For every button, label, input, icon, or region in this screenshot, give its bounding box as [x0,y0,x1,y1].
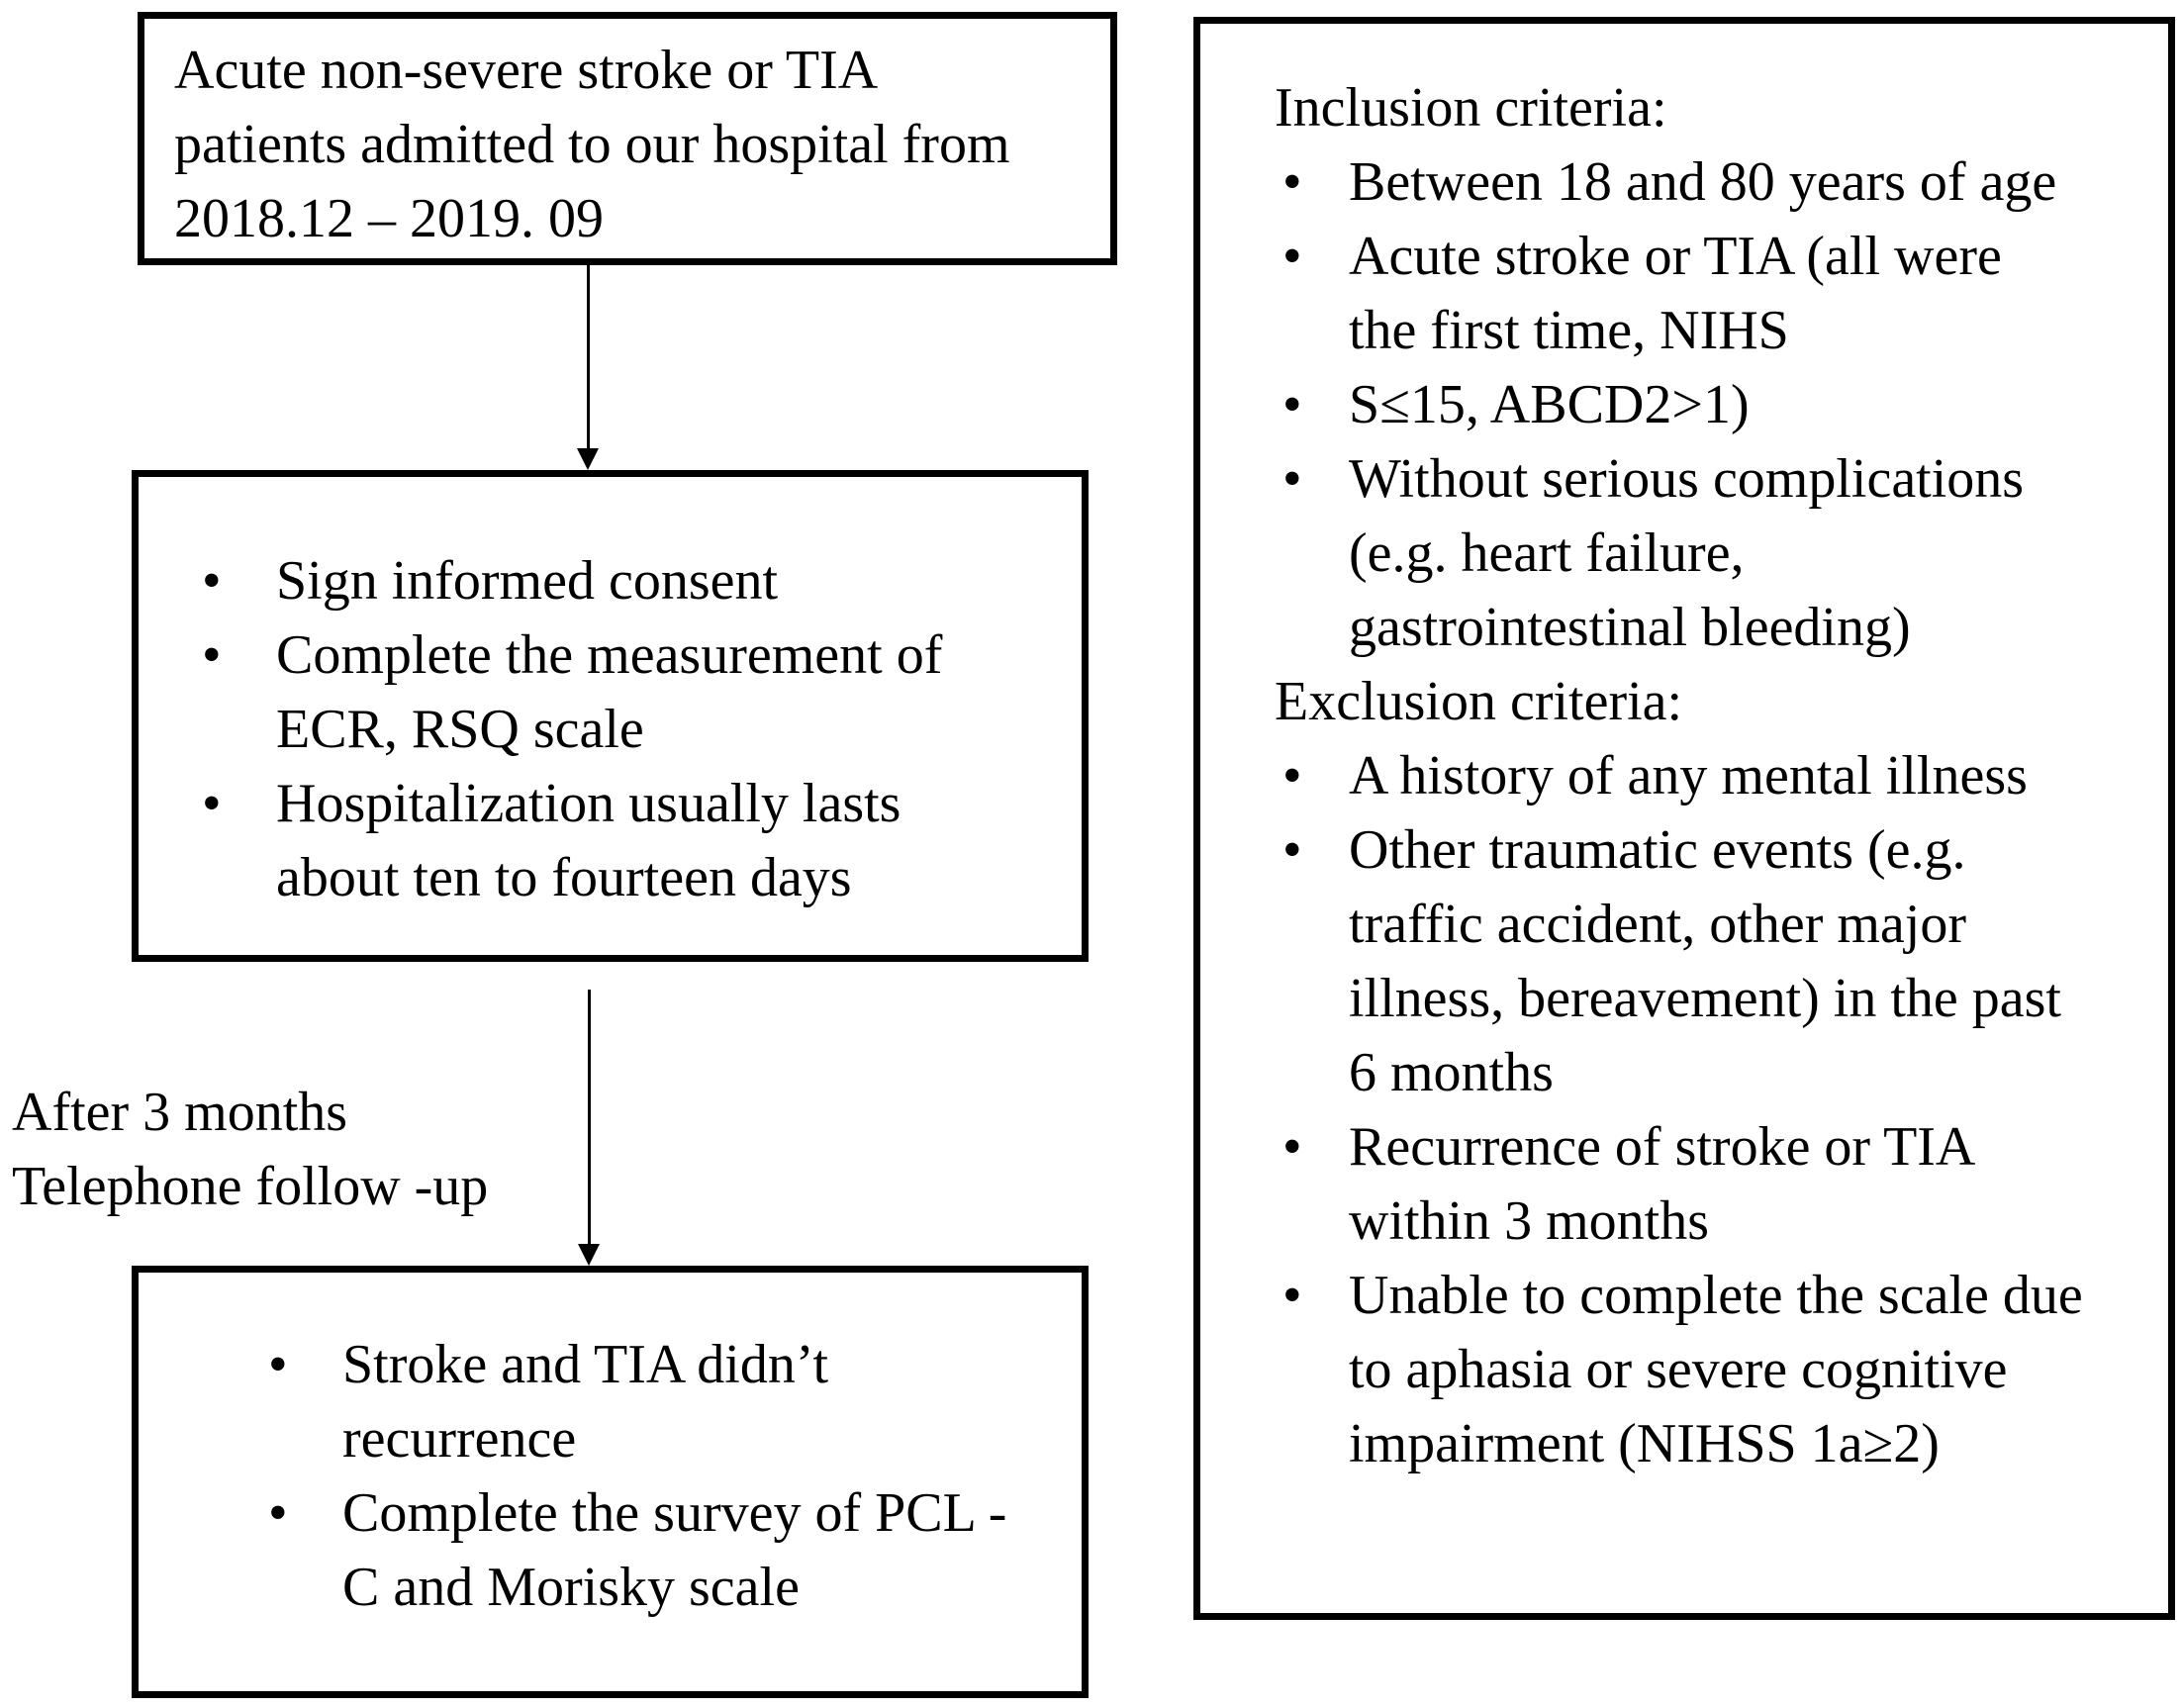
exclusion-item-4-line-1: Unable to complete the scale due [1349,1265,2083,1326]
bullet: • [1282,1265,1302,1326]
bullet: • [1282,226,1302,287]
exclusion-item-2-line-3: illness, bereavement) in the past [1349,968,2061,1029]
followup-item-1: Stroke and TIA didn’t recurrence [342,1328,828,1476]
exclusion-item-3-line-2: within 3 months [1349,1190,1710,1252]
bullet: • [268,1334,288,1395]
start-box: Acute non-severe stroke or TIA patients … [138,12,1117,265]
criteria-box: Inclusion criteria: • Between 18 and 80 … [1193,17,2175,1620]
exclusion-item-2-line-2: traffic accident, other major [1349,894,1966,955]
bullet: • [1282,745,1302,807]
bullet: • [1282,151,1302,213]
hospital-item-2: Complete the measurement of ECR, RSQ sca… [276,618,942,767]
inclusion-item-3-line-1: S≤15, ABCD2>1) [1349,374,1750,435]
bullet: • [1282,1116,1302,1178]
exclusion-item-2: Other traumatic events (e.g. traffic acc… [1349,813,2061,1110]
inclusion-item-1-line-1: Between 18 and 80 years of age [1349,151,2057,213]
exclusion-item-3: Recurrence of stroke or TIA within 3 mon… [1349,1110,1975,1259]
hospital-item-2-line-2: ECR, RSQ scale [276,699,644,760]
followup-item-1-line-2: recurrence [342,1408,577,1470]
followup-label-line-1: After 3 months [12,1082,348,1143]
bullet: • [1282,374,1302,435]
start-line-3: 2018.12 – 2019. 09 [174,188,604,249]
hospital-item-3-line-1: Hospitalization usually lasts [276,773,901,834]
followup-box: • Stroke and TIA didn’t recurrence • Com… [132,1266,1089,1698]
inclusion-item-4-line-2: (e.g. heart failure, [1349,522,1745,584]
bullet: • [1282,819,1302,881]
inclusion-heading: Inclusion criteria: [1275,77,1667,139]
inclusion-item-1: Between 18 and 80 years of age [1349,145,2056,220]
arrow-1-head [577,448,599,470]
exclusion-item-1: A history of any mental illness [1349,739,2028,813]
bullet: • [268,1482,288,1544]
hospital-item-1-line-1: Sign informed consent [276,550,779,612]
inclusion-item-2: Acute stroke or TIA (all were the first … [1349,220,2002,368]
hospital-item-3-line-2: about ten to fourteen days [276,847,852,908]
start-line-1: Acute non-severe stroke or TIA [174,40,879,101]
followup-item-2: Complete the survey of PCL - C and Moris… [342,1476,1006,1625]
start-box-text: Acute non-severe stroke or TIA patients … [174,34,1010,256]
bullet: • [202,773,222,834]
followup-item-2-line-2: C and Morisky scale [342,1557,800,1618]
exclusion-item-1-line-1: A history of any mental illness [1349,745,2028,807]
exclusion-item-4: Unable to complete the scale due to apha… [1349,1259,2083,1481]
bullet: • [202,550,222,612]
inclusion-item-2-line-2: the first time, NIHS [1349,300,1789,361]
followup-item-1-line-1: Stroke and TIA didn’t [342,1334,829,1395]
inclusion-item-3: S≤15, ABCD2>1) [1349,368,1750,442]
bullet: • [202,624,222,686]
exclusion-item-4-line-3: impairment (NIHSS 1a≥2) [1349,1413,1940,1474]
followup-item-2-line-1: Complete the survey of PCL - [342,1482,1007,1544]
hospital-item-2-line-1: Complete the measurement of [276,624,943,686]
exclusion-heading: Exclusion criteria: [1275,671,1683,732]
bullet: • [1282,448,1302,510]
inclusion-item-4: Without serious complications (e.g. hear… [1349,442,2024,665]
inclusion-item-4-line-3: gastrointestinal bleeding) [1349,597,1911,658]
inclusion-item-4-line-1: Without serious complications [1349,448,2025,510]
hospital-item-3: Hospitalization usually lasts about ten … [276,767,901,915]
arrow-2-head [578,1244,600,1266]
hospital-box: • Sign informed consent • Complete the m… [132,470,1089,962]
exclusion-item-3-line-1: Recurrence of stroke or TIA [1349,1116,1976,1178]
followup-label: After 3 months Telephone follow -up [12,1076,488,1224]
hospital-item-1: Sign informed consent [276,544,778,618]
exclusion-item-2-line-4: 6 months [1349,1042,1554,1103]
arrow-2-line [588,990,591,1245]
followup-label-line-2: Telephone follow -up [12,1156,489,1217]
exclusion-item-2-line-1: Other traumatic events (e.g. [1349,819,1966,881]
start-line-2: patients admitted to our hospital from [174,114,1010,175]
arrow-1-line [587,265,590,449]
inclusion-item-2-line-1: Acute stroke or TIA (all were [1349,226,2002,287]
exclusion-item-4-line-2: to aphasia or severe cognitive [1349,1339,2008,1400]
